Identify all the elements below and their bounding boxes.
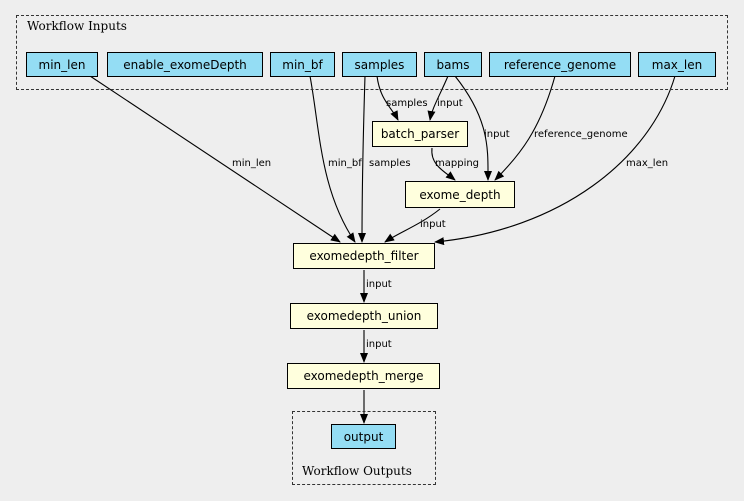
output-node-output[interactable]: output bbox=[331, 424, 396, 449]
workflow-inputs-cluster bbox=[16, 15, 728, 90]
step-node-batch_parser[interactable]: batch_parser bbox=[372, 121, 468, 147]
edge-label-bams-to-exome_depth: input bbox=[484, 129, 510, 140]
edge-label-samples-to-exomedepth_filter: samples bbox=[369, 158, 411, 169]
edge-label-exomedepth_filter-to-exomedepth_union: input bbox=[366, 279, 392, 290]
edge-exome_depth-to-exomedepth_filter bbox=[384, 208, 441, 243]
step-node-exomedepth_union[interactable]: exomedepth_union bbox=[290, 303, 438, 329]
workflow-outputs-title: Workflow Outputs bbox=[302, 464, 412, 478]
workflow-outputs-cluster bbox=[292, 411, 436, 485]
step-node-exomedepth_filter[interactable]: exomedepth_filter bbox=[293, 243, 435, 269]
step-node-exomedepth_merge[interactable]: exomedepth_merge bbox=[287, 363, 440, 389]
edge-min_bf-to-exomedepth_filter bbox=[309, 75, 356, 243]
input-node-min_len[interactable]: min_len bbox=[26, 52, 98, 77]
input-node-bams[interactable]: bams bbox=[424, 52, 482, 77]
edge-label-samples-to-batch_parser: samples bbox=[386, 98, 428, 109]
edge-samples-to-batch_parser bbox=[376, 75, 399, 121]
workflow-inputs-title: Workflow Inputs bbox=[27, 19, 127, 33]
input-node-samples[interactable]: samples bbox=[342, 52, 417, 77]
input-node-max_len[interactable]: max_len bbox=[638, 52, 716, 77]
edge-label-min_bf-to-exomedepth_filter: min_bf bbox=[328, 158, 362, 169]
edge-bams-to-batch_parser bbox=[427, 75, 449, 121]
step-node-exome_depth[interactable]: exome_depth bbox=[405, 181, 515, 208]
edge-label-exome_depth-to-exomedepth_filter: input bbox=[420, 219, 446, 230]
input-node-enable_exomeDepth[interactable]: enable_exomeDepth bbox=[107, 52, 263, 77]
edge-label-batch_parser-to-exome_depth: mapping bbox=[435, 158, 480, 169]
edge-label-min_len-to-exomedepth_filter: min_len bbox=[232, 158, 272, 169]
edge-label-reference_genome-to-exome_depth: reference_genome bbox=[534, 129, 628, 140]
edge-reference_genome-to-exome_depth bbox=[494, 75, 556, 181]
edge-min_len-to-exomedepth_filter bbox=[89, 75, 341, 243]
edge-label-max_len-to-exomedepth_filter: max_len bbox=[626, 158, 669, 169]
edge-label-exomedepth_union-to-exomedepth_merge: input bbox=[366, 339, 392, 350]
edge-max_len-to-exomedepth_filter bbox=[434, 75, 676, 246]
input-node-min_bf[interactable]: min_bf bbox=[270, 52, 335, 77]
input-node-reference_genome[interactable]: reference_genome bbox=[489, 52, 631, 77]
edge-label-bams-to-batch_parser: input bbox=[437, 98, 463, 109]
edge-batch_parser-to-exome_depth bbox=[431, 147, 456, 181]
edge-samples-to-exomedepth_filter bbox=[358, 75, 367, 243]
